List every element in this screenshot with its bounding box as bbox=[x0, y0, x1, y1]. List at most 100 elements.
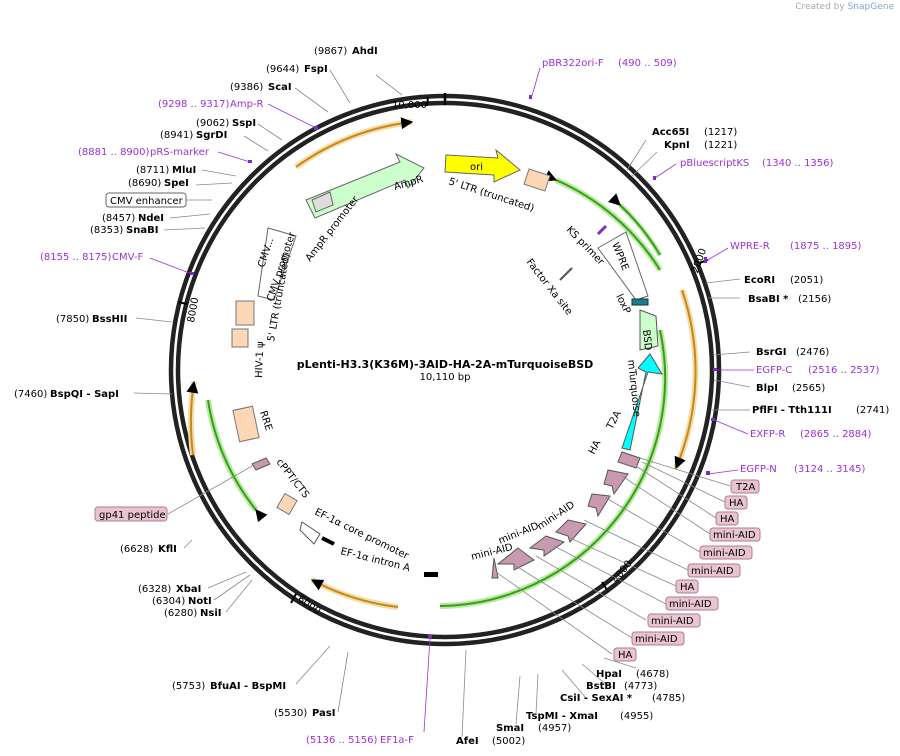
enzyme-pos: (7850) bbox=[56, 314, 89, 325]
ha-small-mark bbox=[491, 557, 499, 579]
cmv-enhancer-label[interactable]: CMV enhancer bbox=[110, 196, 184, 207]
feature-tag[interactable]: T2A bbox=[735, 482, 755, 493]
mini-aid-label-2: mini-AID bbox=[497, 521, 541, 547]
enzyme-name[interactable]: BlpI bbox=[756, 383, 778, 394]
primer-range: (1875 .. 1895) bbox=[790, 241, 862, 252]
bsd-arrow bbox=[639, 309, 659, 351]
feature-tag[interactable]: mini-AID bbox=[651, 616, 694, 627]
primer-name[interactable]: CMV-F bbox=[112, 252, 143, 263]
enzyme-name[interactable]: BspQI - SapI bbox=[50, 389, 119, 400]
ef1a-intron-mark bbox=[424, 572, 438, 577]
enzyme-pos: (5753) bbox=[172, 681, 205, 692]
feature-tag[interactable]: mini-AID bbox=[635, 634, 678, 645]
enzyme-name[interactable]: ScaI bbox=[268, 82, 292, 93]
hiv-psi-box bbox=[231, 328, 249, 348]
enzyme-pos: (1217) bbox=[704, 127, 737, 138]
enzyme-name[interactable]: NsiI bbox=[200, 608, 221, 619]
mini-aid-arrow-3 bbox=[555, 519, 587, 543]
feature-tag[interactable]: HA bbox=[720, 514, 735, 525]
primer-labels: pBR322ori-F (490 .. 509) pBluescriptKS (… bbox=[40, 58, 880, 746]
enzyme-pos: (8457) bbox=[102, 213, 135, 224]
enzyme-name[interactable]: BsaBI * bbox=[748, 294, 789, 305]
feature-tag[interactable]: HA bbox=[680, 582, 695, 593]
primer-name[interactable]: WPRE-R bbox=[730, 241, 770, 252]
enzyme-name[interactable]: BsrGI bbox=[756, 347, 786, 358]
enzyme-name[interactable]: SgrDI bbox=[196, 130, 227, 141]
enzyme-name[interactable]: FspI bbox=[304, 64, 328, 75]
enzyme-name[interactable]: AhdI bbox=[352, 46, 378, 57]
primer-name[interactable]: EF1a-F bbox=[380, 735, 414, 746]
enzyme-name[interactable]: HpaI bbox=[596, 669, 622, 680]
feature-tag[interactable]: mini-AID bbox=[703, 548, 746, 559]
enzyme-pos: (8711) bbox=[136, 165, 169, 176]
enzyme-name[interactable]: XbaI bbox=[176, 584, 201, 595]
ori-label: ori bbox=[470, 162, 483, 173]
enzyme-pos: (9644) bbox=[266, 64, 299, 75]
enzyme-name[interactable]: AfeI bbox=[456, 736, 479, 747]
enzyme-name[interactable]: BstBI bbox=[586, 681, 616, 692]
mini-aid-arrow-5 bbox=[496, 547, 535, 571]
primer-range: (490 .. 509) bbox=[618, 58, 677, 69]
primer-name[interactable]: EXFP-R bbox=[750, 429, 785, 440]
enzyme-name[interactable]: NdeI bbox=[138, 213, 164, 224]
feature-tag[interactable]: mini-AID bbox=[669, 599, 712, 610]
enzyme-name[interactable]: KflI bbox=[158, 544, 177, 555]
enzyme-pos: (4957) bbox=[538, 723, 571, 734]
created-by-credit: Created by SnapGene bbox=[795, 2, 894, 12]
enzyme-pos: (9062) bbox=[196, 118, 229, 129]
feature-tag[interactable]: HA bbox=[618, 650, 633, 661]
enzyme-name[interactable]: KpnI bbox=[664, 140, 690, 151]
enzyme-pos: (2476) bbox=[796, 347, 829, 358]
primer-range: (2516 .. 2537) bbox=[808, 365, 880, 376]
enzyme-pos: (2741) bbox=[856, 405, 889, 416]
enzyme-name[interactable]: SspI bbox=[232, 118, 256, 129]
enzyme-pos: (6280) bbox=[164, 608, 197, 619]
enzyme-name[interactable]: NotI bbox=[188, 596, 212, 607]
rre-box bbox=[232, 405, 260, 443]
ampr-arrow bbox=[305, 152, 425, 219]
enzyme-name[interactable]: EcoRI bbox=[744, 275, 775, 286]
credit-prefix: Created by bbox=[795, 2, 845, 12]
enzyme-name[interactable]: SpeI bbox=[164, 178, 189, 189]
primer-name[interactable]: Amp-R bbox=[230, 99, 264, 110]
feature-tag[interactable]: HA bbox=[729, 498, 744, 509]
enzyme-pos: (9867) bbox=[314, 46, 347, 57]
enzyme-name[interactable]: CsiI - SexAI * bbox=[560, 693, 633, 704]
enzyme-name[interactable]: SnaBI bbox=[126, 225, 158, 236]
primer-range: (9298 .. 9317) bbox=[158, 99, 230, 110]
enzyme-pos: (8941) bbox=[160, 130, 193, 141]
gp41-peptide-label[interactable]: gp41 peptide bbox=[99, 510, 166, 521]
factor-xa-label: Factor Xa site bbox=[524, 257, 575, 317]
loxp-label: loxP bbox=[613, 292, 632, 315]
leader-lines bbox=[133, 69, 751, 738]
enzyme-name[interactable]: TspMI - XmaI bbox=[526, 711, 598, 722]
ori-feature bbox=[444, 148, 521, 183]
feature-tag[interactable]: mini-AID bbox=[713, 530, 756, 541]
ltr5-left-box bbox=[235, 300, 255, 326]
enzyme-name[interactable]: SmaI bbox=[496, 723, 524, 734]
primer-name[interactable]: EGFP-C bbox=[756, 365, 792, 376]
primer-range: (8155 .. 8175) bbox=[40, 252, 112, 263]
tick-8000: 8000 bbox=[186, 297, 201, 324]
enzyme-name[interactable]: BfuAI - BspMI bbox=[210, 681, 286, 692]
enzyme-pos: (9386) bbox=[230, 82, 263, 93]
enzyme-name[interactable]: Acc65I bbox=[652, 127, 689, 138]
ha-label: HA bbox=[587, 438, 604, 456]
primer-name[interactable]: pBR322ori-F bbox=[542, 58, 604, 69]
enzyme-pos: (1221) bbox=[704, 140, 737, 151]
enzyme-name[interactable]: PasI bbox=[312, 708, 335, 719]
enzyme-pos: (6304) bbox=[152, 596, 185, 607]
primer-range: (8881 .. 8900) bbox=[78, 147, 150, 158]
enzyme-pos: (8690) bbox=[128, 178, 161, 189]
primer-name[interactable]: EGFP-N bbox=[740, 464, 777, 475]
cppt-box bbox=[276, 492, 298, 516]
feature-tag[interactable]: mini-AID bbox=[691, 566, 734, 577]
plasmid-name: pLenti-H3.3(K36M)-3AID-HA-2A-mTurquoiseB… bbox=[297, 358, 594, 371]
primer-name[interactable]: pRS-marker bbox=[150, 147, 210, 158]
enzyme-name[interactable]: BssHII bbox=[92, 314, 127, 325]
enzyme-name[interactable]: MluI bbox=[172, 165, 196, 176]
enzyme-name[interactable]: PflFI - Tth111I bbox=[752, 405, 832, 416]
primer-name[interactable]: pBluescriptKS bbox=[680, 158, 749, 169]
mini-aid-arrow-2 bbox=[587, 493, 611, 518]
